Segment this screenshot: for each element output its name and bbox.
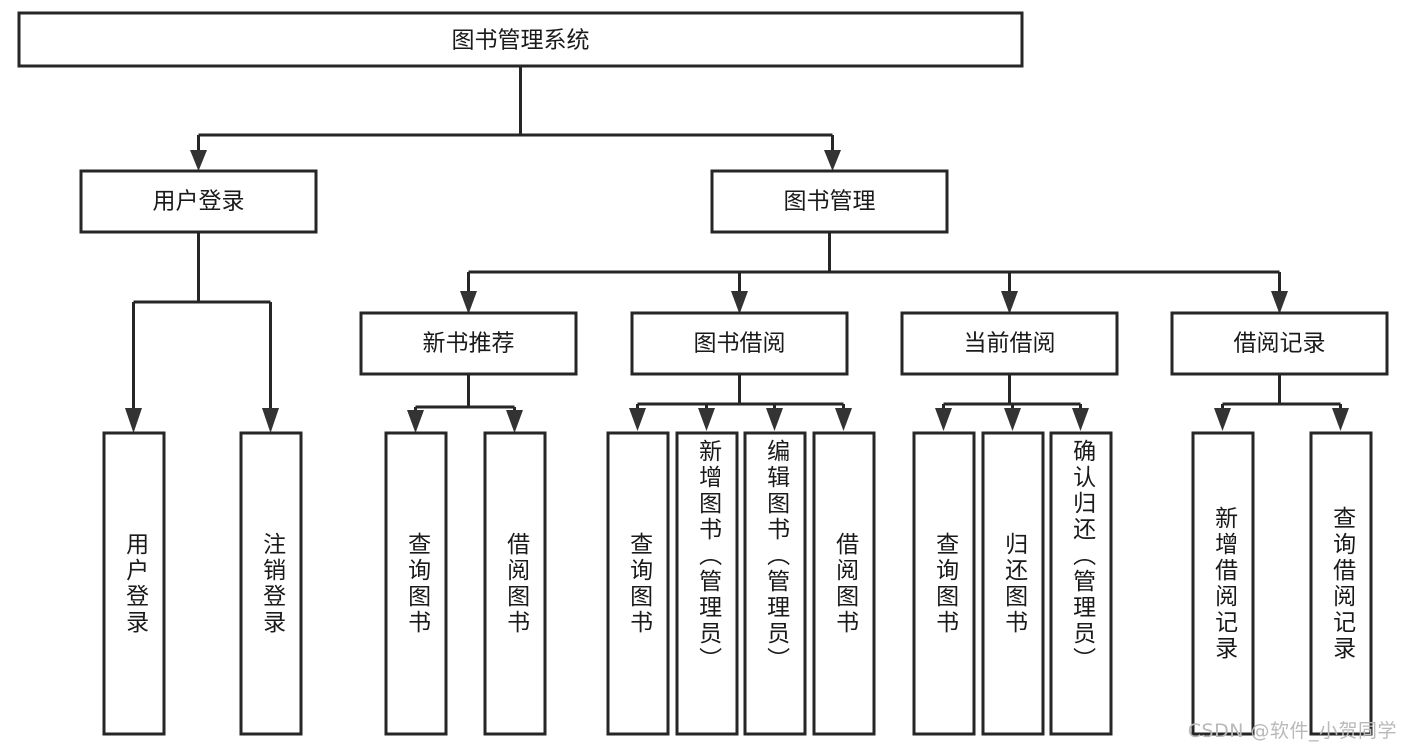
arrow-head-leaf-borrow-book-2 [835, 408, 852, 431]
leaf-box-borrow-book-1[interactable] [483, 431, 547, 736]
arrow-head-user-login [190, 150, 207, 171]
arrow-head-leaf-add-record [1214, 408, 1231, 431]
node-current-borrow-label: 当前借阅 [964, 331, 1056, 357]
node-new-book-rec-box[interactable] [359, 311, 578, 376]
leaf-box-user-login[interactable] [102, 431, 166, 736]
node-root[interactable]: 图书管理系统 [17, 11, 1024, 68]
arrow-head-leaf-add-book [698, 408, 715, 431]
node-user-login[interactable]: 用户登录 [79, 169, 318, 234]
node-user-login-box[interactable] [79, 169, 318, 234]
leaf-box-return-book[interactable] [981, 431, 1045, 736]
node-current-borrow[interactable]: 当前借阅 [900, 311, 1119, 376]
node-new-book-rec-label: 新书推荐 [423, 331, 515, 357]
leaf-box-confirm-return[interactable] [1049, 431, 1113, 736]
node-book-manage[interactable]: 图书管理 [710, 169, 949, 234]
leaf-box-query-book-1[interactable] [384, 431, 448, 736]
arrow-head-book-borrow [731, 291, 748, 314]
arrow-head-leaf-borrow-book-1 [506, 410, 523, 433]
arrow-head-leaf-user-logout [262, 408, 279, 433]
node-book-borrow-label: 图书借阅 [694, 331, 786, 357]
node-borrow-record-box[interactable] [1170, 311, 1389, 376]
arrow-head-leaf-user-login [125, 408, 142, 433]
node-book-borrow-box[interactable] [630, 311, 849, 376]
csdn-watermark: CSDN @软件_小贺同学 [1187, 720, 1397, 742]
node-layer: 图书管理系统 用户登录 图书管理 新书推荐 图书借阅 [17, 11, 1389, 736]
node-root-label: 图书管理系统 [452, 28, 590, 54]
node-borrow-record-label: 借阅记录 [1234, 331, 1326, 357]
leaf-box-query-book-2[interactable] [606, 431, 670, 736]
arrow-head-leaf-query-book-1 [407, 410, 424, 433]
leaf-box-edit-book[interactable] [743, 431, 807, 736]
leaf-box-add-record[interactable] [1191, 431, 1255, 736]
node-borrow-record[interactable]: 借阅记录 [1170, 311, 1389, 376]
node-current-borrow-box[interactable] [900, 311, 1119, 376]
leaf-box-add-book[interactable] [675, 431, 739, 736]
arrow-head-current-borrow [1001, 291, 1018, 314]
arrow-head-leaf-query-record [1332, 408, 1349, 431]
leaf-box-query-record[interactable] [1309, 431, 1373, 736]
leaf-box-user-logout[interactable] [239, 431, 303, 736]
arrow-head-leaf-return-book [1004, 408, 1021, 431]
node-book-manage-label: 图书管理 [784, 189, 876, 215]
node-book-borrow[interactable]: 图书借阅 [630, 311, 849, 376]
leaf-box-borrow-book-2[interactable] [812, 431, 876, 736]
node-new-book-rec[interactable]: 新书推荐 [359, 311, 578, 376]
arrow-head-leaf-confirm-return [1072, 408, 1089, 431]
node-root-box[interactable] [17, 11, 1024, 68]
leaf-box-query-book-3[interactable] [912, 431, 976, 736]
connector-layer [125, 66, 1349, 433]
node-book-manage-box[interactable] [710, 169, 949, 234]
arrow-head-leaf-query-book-3 [935, 408, 952, 431]
node-user-login-label: 用户登录 [153, 189, 245, 215]
arrow-head-borrow-record [1271, 291, 1288, 314]
arrow-head-book-manage [824, 150, 841, 171]
arrow-head-leaf-query-book-2 [629, 408, 646, 431]
arrow-head-leaf-edit-book [766, 408, 783, 431]
arrow-head-new-book-rec [460, 291, 477, 314]
